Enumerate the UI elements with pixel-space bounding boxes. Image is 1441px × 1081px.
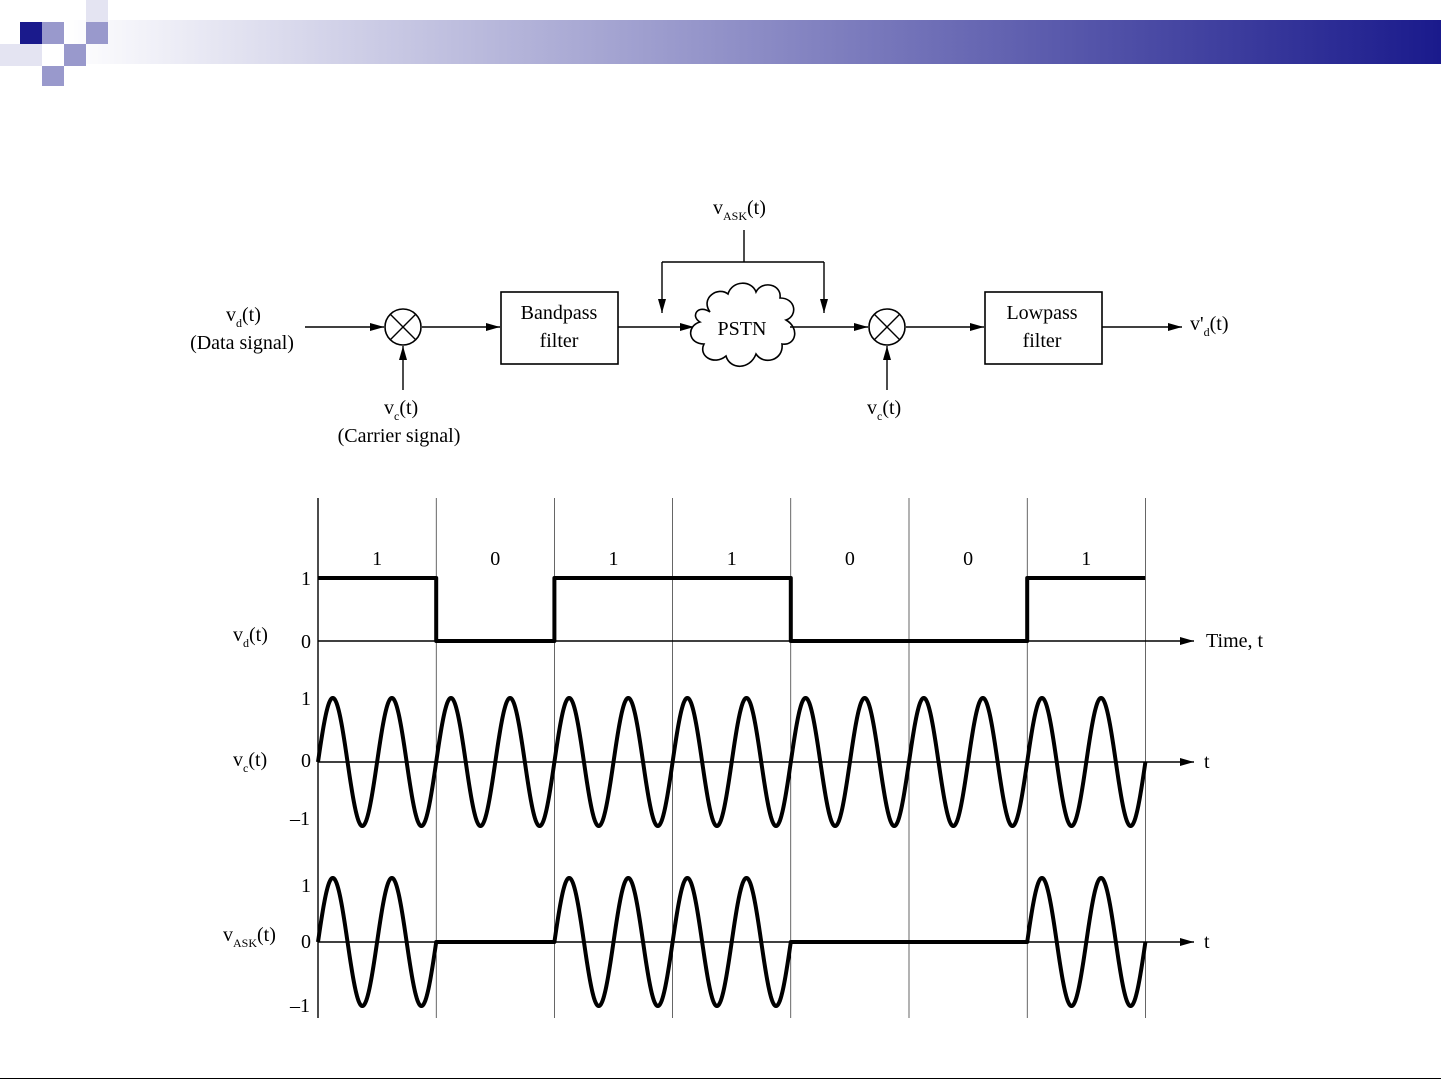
data-axis-label: Time, t (1206, 630, 1264, 652)
bit-value-label: 1 (1081, 548, 1091, 570)
output-signal-label: v'd(t) (1190, 313, 1229, 339)
bit-value-label: 1 (372, 548, 382, 570)
ask-axis-label: t (1204, 931, 1210, 953)
bandpass-filter-block: Bandpass filter (501, 292, 618, 364)
carrier-tick-high: 1 (301, 688, 311, 710)
bit-value-label: 0 (490, 548, 500, 570)
footer-rule (0, 1078, 1441, 1079)
lowpass-filter-block: Lowpass filter (985, 292, 1102, 364)
ask-tick-zero: 0 (301, 931, 311, 953)
bandpass-label-line2: filter (540, 330, 579, 352)
pstn-label: PSTN (718, 318, 767, 340)
lowpass-label-line1: Lowpass (1006, 302, 1077, 324)
carrier-tick-zero: 0 (301, 750, 311, 772)
carrier-signal-plot: vc(t) 1 0 –1 t (233, 688, 1210, 830)
data-tick-high: 1 (301, 568, 311, 590)
multiplier-circle-icon (385, 309, 421, 345)
ask-tick-high: 1 (301, 875, 311, 897)
data-signal-plot: vd(t) 1 0 Time, t (233, 568, 1264, 653)
network-cloud-icon: PSTN (691, 283, 795, 366)
data-plot-name: vd(t) (233, 624, 268, 650)
input-signal-label: vd(t) (226, 304, 261, 330)
carrier-tick-low: –1 (289, 808, 310, 830)
ask-plot-name: vASK(t) (223, 924, 276, 950)
bit-value-label: 0 (845, 548, 855, 570)
carrier-signal-label: vc(t) (384, 397, 418, 423)
carrier-signal-2-label: vc(t) (867, 397, 901, 423)
ask-signal-plot: vASK(t) 1 0 –1 t (223, 875, 1210, 1017)
data-signal-trace (318, 578, 1145, 641)
lowpass-label-line2: filter (1023, 330, 1062, 352)
carrier-signal-description: (Carrier signal) (338, 425, 461, 447)
ask-tick-low: –1 (289, 995, 310, 1017)
block-diagram: vd(t) (Data signal) vc(t) (Carrier signa… (190, 197, 1228, 447)
waveform-diagram: 1 0 1 1 0 0 1 vd(t) 1 0 Time, t vc(t) 1 0 –1 t… (223, 498, 1264, 1018)
carrier-plot-name: vc(t) (233, 749, 267, 775)
input-signal-description: (Data signal) (190, 332, 294, 354)
multiplier-circle-icon (869, 309, 905, 345)
ask-signal-trace (318, 878, 1145, 1006)
bit-value-label: 0 (963, 548, 973, 570)
bandpass-label-line1: Bandpass (521, 302, 598, 324)
data-tick-low: 0 (301, 631, 311, 653)
carrier-axis-label: t (1204, 751, 1210, 773)
bit-labels: 1 0 1 1 0 0 1 (372, 548, 1091, 570)
bit-value-label: 1 (727, 548, 737, 570)
bit-value-label: 1 (609, 548, 619, 570)
ask-signal-label: vASK(t) (713, 197, 766, 223)
